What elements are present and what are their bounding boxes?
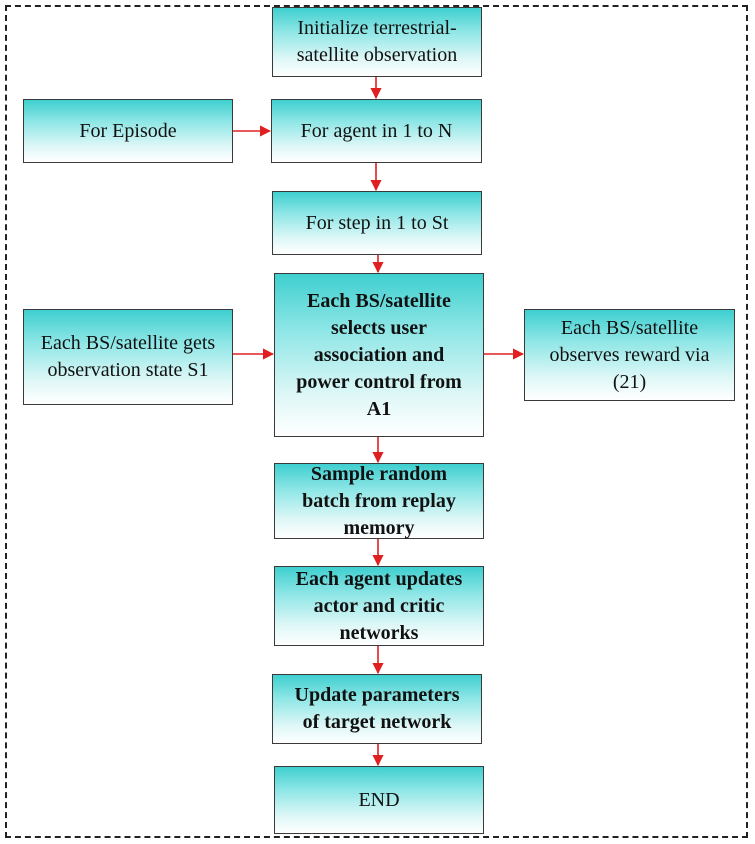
update-agent-label: Each agent updates actor and critic netw… [295, 567, 463, 644]
dashed-frame [5, 5, 748, 838]
update-params-box: Update parameters of target network [272, 674, 482, 744]
init-box: Initialize terrestrial- satellite observ… [272, 7, 482, 77]
sample-label: Sample random batch from replay memory [302, 462, 456, 539]
agent-label: For agent in 1 to N [300, 119, 453, 142]
end-box: END [274, 766, 484, 834]
update-agent-box: Each agent updates actor and critic netw… [274, 566, 484, 646]
reward-label: Each BS/satellite observes reward via (2… [549, 316, 710, 393]
episode-box: For Episode [23, 99, 233, 163]
update-params-label: Update parameters of target network [294, 684, 460, 733]
observe-box: Each BS/satellite gets observation state… [23, 309, 233, 405]
episode-label: For Episode [79, 119, 177, 142]
step-box: For step in 1 to St [272, 191, 482, 255]
observe-label: Each BS/satellite gets observation state… [40, 332, 216, 381]
agent-box: For agent in 1 to N [271, 99, 482, 163]
reward-box: Each BS/satellite observes reward via (2… [524, 309, 735, 401]
init-label: Initialize terrestrial- satellite observ… [296, 17, 458, 66]
select-label: Each BS/satellite selects user associati… [296, 289, 462, 420]
select-box: Each BS/satellite selects user associati… [274, 273, 484, 437]
sample-box: Sample random batch from replay memory [274, 463, 484, 539]
end-label: END [358, 788, 400, 811]
step-label: For step in 1 to St [305, 211, 449, 234]
